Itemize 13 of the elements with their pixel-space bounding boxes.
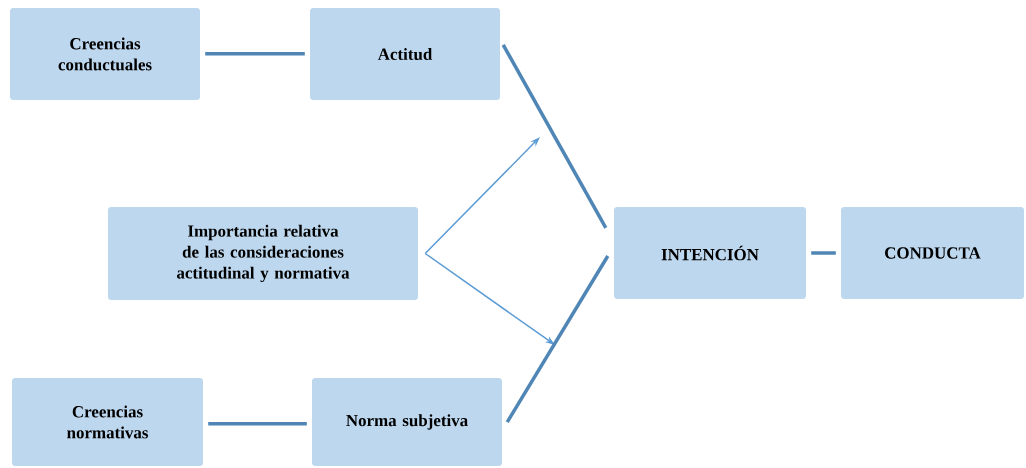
process-box: Actitud xyxy=(310,8,500,100)
process-box: Creencias normativas xyxy=(12,378,203,466)
process-box: INTENCIÓN xyxy=(614,207,806,299)
connector-line xyxy=(205,52,305,56)
arrow xyxy=(424,137,540,255)
connector-line xyxy=(505,255,610,424)
connector-line xyxy=(208,422,307,426)
process-box: Importancia relativa de las consideraciones actitudinal y normativa xyxy=(108,207,418,300)
process-box: Creencias conductuales xyxy=(10,8,200,100)
connector-line xyxy=(811,251,836,255)
process-box: Norma subjetiva xyxy=(312,378,502,466)
process-box: CONDUCTA xyxy=(841,207,1024,299)
connector-line xyxy=(501,43,608,229)
